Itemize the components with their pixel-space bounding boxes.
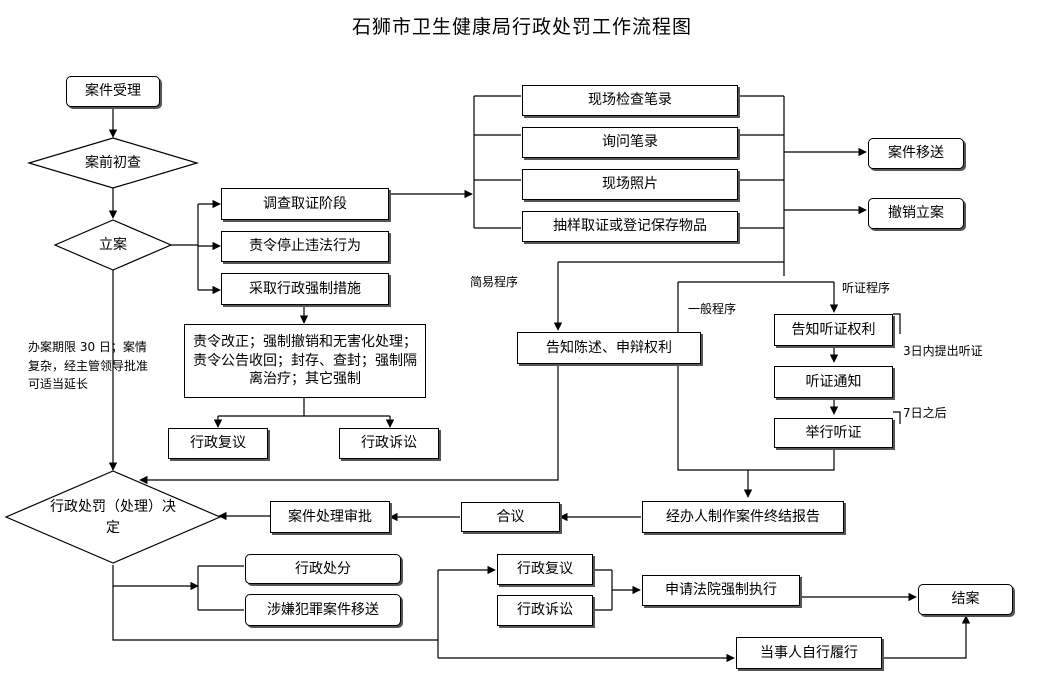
measures-detail-node: 责令改正；强制撤销和无害化处理；责令公告收回；封存、查封；强制隔离治疗；其它强制 [184, 324, 426, 398]
close-case-node: 结案 [918, 584, 1013, 615]
general-procedure-label: 一般程序 [688, 302, 737, 316]
time-limit-note: 办案期限 30 日；案情复杂，经主管领导批准可适当延长 [28, 340, 149, 392]
investigation-node: 调查取证阶段 [221, 188, 389, 220]
notify-hearing-node: 告知听证权利 [774, 314, 893, 346]
court-enforce-node: 申请法院强制执行 [642, 575, 800, 606]
case-accept-node: 案件受理 [66, 76, 160, 107]
crime-transfer-node: 涉嫌犯罪案件移送 [245, 594, 401, 626]
pre-check-diamond [26, 137, 200, 189]
inquiry-record-node: 询问笔录 [522, 127, 738, 158]
penalty-decision-label: 行政处罚（处理）决定 [50, 499, 176, 536]
final-report-node: 经办人制作案件终结报告 [642, 501, 844, 533]
admin-sanction-node: 行政处分 [245, 554, 401, 584]
party-perform-node: 当事人自行履行 [736, 637, 882, 669]
site-photo-node: 现场照片 [522, 169, 738, 200]
order-stop-node: 责令停止违法行为 [221, 231, 389, 262]
revoke-case-node: 撤销立案 [868, 198, 964, 229]
site-record-node: 现场检查笔录 [522, 85, 738, 116]
admin-litigation-node-2: 行政诉讼 [497, 595, 593, 626]
pre-check-label: 案前初查 [85, 154, 141, 171]
approval-node: 案件处理审批 [270, 501, 390, 533]
hearing-3days-label: 3日内提出听证 [903, 344, 983, 358]
filing-label: 立案 [99, 236, 127, 253]
hearing-procedure-label: 听证程序 [842, 281, 891, 295]
admin-review-node-2: 行政复议 [497, 554, 593, 585]
hold-hearing-node: 举行听证 [774, 418, 893, 448]
filing-diamond [53, 219, 173, 271]
admin-litigation-node-1: 行政诉讼 [339, 428, 439, 459]
page-title: 石狮市卫生健康局行政处罚工作流程图 [351, 16, 692, 38]
simple-procedure-label: 简易程序 [470, 275, 519, 289]
collective-discussion-node: 合议 [461, 502, 560, 532]
notify-defense-node: 告知陈述、申辩权利 [517, 332, 701, 364]
admin-review-node-1: 行政复议 [168, 428, 268, 459]
case-transfer-node: 案件移送 [868, 138, 964, 169]
decision-diamond [4, 470, 222, 564]
hearing-notice-node: 听证通知 [774, 366, 893, 398]
sampling-node: 抽样取证或登记保存物品 [522, 211, 738, 242]
hearing-7days-label: 7日之后 [903, 406, 947, 420]
coercive-measures-node: 采取行政强制措施 [221, 273, 389, 305]
